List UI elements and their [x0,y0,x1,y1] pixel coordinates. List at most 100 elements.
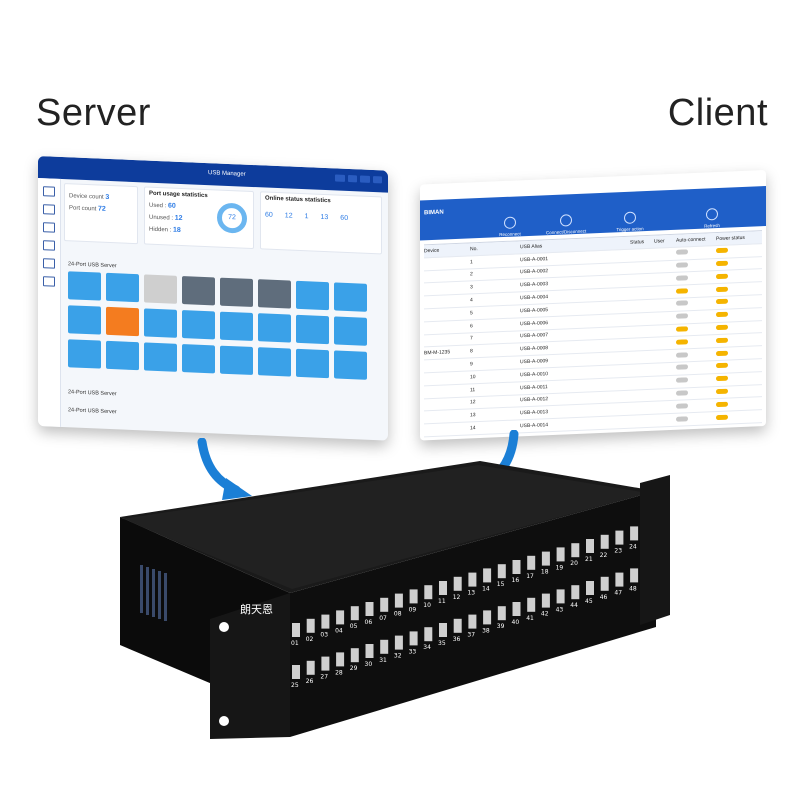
usb-port [453,618,462,633]
auto-connect-toggle[interactable] [676,326,688,332]
server-tab[interactable] [360,175,370,183]
port-tile[interactable] [258,347,291,377]
port-tile[interactable] [296,280,329,311]
user-icon[interactable] [43,258,55,269]
auto-connect-toggle[interactable] [676,249,688,255]
power-toggle[interactable] [716,388,728,395]
power-toggle[interactable] [716,337,728,343]
auto-connect-toggle[interactable] [676,390,688,396]
port-tile[interactable] [220,311,253,342]
auto-connect-toggle[interactable] [676,377,688,383]
usb-port [439,581,447,595]
group-title[interactable]: 24-Port USB Server [68,389,117,398]
port-tile[interactable] [220,277,253,308]
port-tile[interactable] [334,316,367,346]
server-tab[interactable] [334,174,345,182]
port-tile[interactable] [68,305,101,335]
server-icon[interactable] [43,204,55,215]
power-toggle[interactable] [716,362,728,369]
user-cell [654,266,676,267]
port-tile[interactable] [220,345,253,376]
port-tile[interactable] [182,310,215,340]
port-tile[interactable] [182,276,215,306]
usb-port [365,644,374,658]
user-cell [654,253,676,254]
power-toggle[interactable] [716,311,728,318]
power-toggle[interactable] [716,324,728,331]
port-tile[interactable] [144,342,177,372]
auto-connect-toggle[interactable] [676,300,688,307]
port-tile[interactable] [334,350,367,380]
port-tile[interactable] [258,279,291,309]
port-number: 42 [541,611,549,618]
port-number: 47 [614,590,622,597]
auto-connect-toggle[interactable] [676,275,688,281]
port-tile[interactable] [144,308,177,338]
usb-port [394,593,403,608]
auto-connect-toggle[interactable] [676,415,688,422]
port-tile[interactable] [258,313,291,343]
port-tile[interactable] [144,274,177,304]
no-cell: 5 [470,310,473,317]
home-icon[interactable] [43,186,55,197]
alias-cell: USB-A-0004 [520,294,549,302]
port-tile[interactable] [68,339,101,369]
alias-cell: USB-A-0007 [520,332,549,340]
auto-connect-toggle[interactable] [676,339,688,345]
group-title[interactable]: 24-Port USB Server [68,407,117,416]
port-number: 25 [291,682,299,689]
port-tile[interactable] [334,282,367,312]
usb-port [380,597,389,612]
port-number: 05 [350,623,358,630]
list-icon[interactable] [43,222,55,233]
port-tile[interactable] [296,314,329,345]
status-cell [630,370,654,371]
power-toggle[interactable] [716,247,728,254]
port-tile[interactable] [106,306,139,337]
auto-connect-toggle[interactable] [676,364,688,371]
no-cell: 8 [470,348,473,355]
auto-connect-toggle[interactable] [676,403,688,409]
usb-port [527,555,536,570]
power-toggle[interactable] [716,350,728,356]
port-number: 41 [526,615,534,622]
network-icon[interactable] [43,240,55,251]
power-toggle[interactable] [716,273,728,279]
power-toggle[interactable] [716,401,728,407]
arrow-down-icon [197,438,252,500]
server-tab[interactable] [347,174,358,183]
alias-cell: USB-A-0010 [520,370,549,379]
auto-connect-toggle[interactable] [676,313,688,319]
online-value: 12 [284,212,293,220]
trigger-button[interactable]: Trigger action [610,211,650,233]
no-cell: 3 [470,284,473,291]
status-cell [630,293,654,294]
usb-port [468,572,477,587]
power-toggle[interactable] [716,414,728,420]
power-toggle[interactable] [716,298,728,305]
usb-port [571,543,580,558]
port-tile[interactable] [68,271,101,301]
auto-connect-toggle[interactable] [676,351,688,358]
device-cell [424,364,470,366]
port-number: 16 [512,577,520,584]
usb-port [512,560,521,574]
col-header: Status [630,238,645,246]
refresh-button[interactable]: Refresh [692,207,732,229]
port-tile[interactable] [106,272,139,303]
port-tile[interactable] [182,344,215,374]
auto-connect-toggle[interactable] [676,287,688,294]
reconnect-button[interactable]: Reconnect [490,216,530,238]
port-number: 43 [556,606,564,613]
port-tile[interactable] [106,340,139,371]
power-toggle[interactable] [716,375,728,382]
power-toggle[interactable] [716,286,728,292]
no-cell: 11 [470,386,476,394]
grid-icon[interactable] [43,276,55,287]
server-tab[interactable] [372,176,382,184]
connect-button[interactable]: Connect/Disconnect [546,214,586,236]
power-toggle[interactable] [716,260,728,267]
group-title[interactable]: 24-Port USB Server [68,261,117,270]
port-tile[interactable] [296,348,329,379]
auto-connect-toggle[interactable] [676,262,688,268]
